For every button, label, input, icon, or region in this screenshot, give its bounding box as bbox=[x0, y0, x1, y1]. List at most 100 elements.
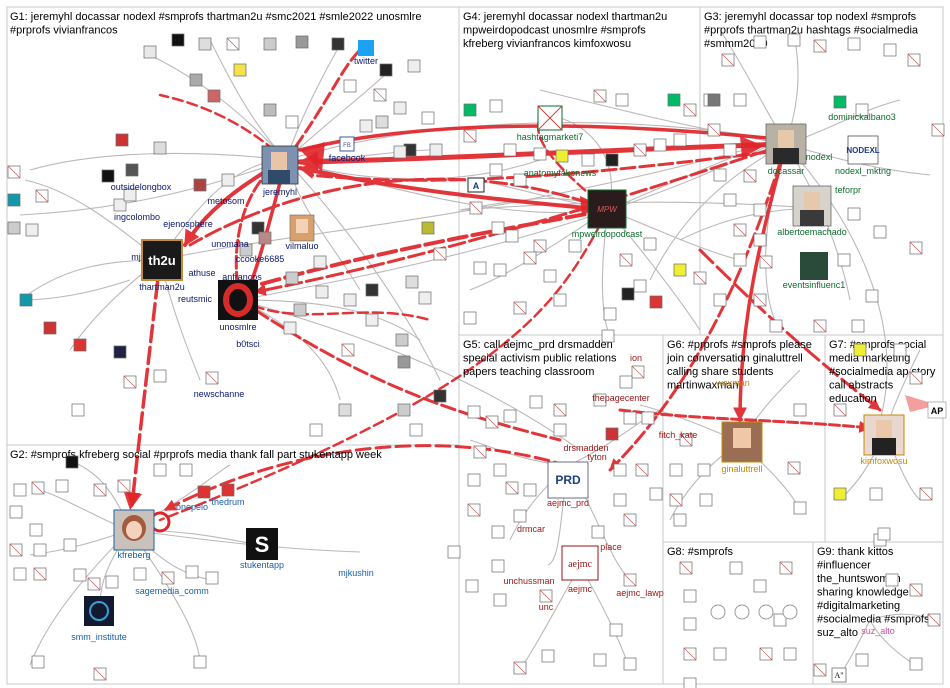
node-tile[interactable] bbox=[869, 487, 883, 501]
node-label-ginaluttrell[interactable]: ginaluttrell bbox=[721, 464, 762, 474]
node-label-athuse[interactable]: athuse bbox=[188, 268, 215, 278]
node-tile[interactable] bbox=[295, 35, 309, 49]
node-label-ejenosphere[interactable]: ejenosphere bbox=[163, 219, 213, 229]
node-tile[interactable] bbox=[793, 501, 807, 515]
node-tile[interactable] bbox=[29, 523, 43, 537]
node-tile[interactable] bbox=[397, 355, 411, 369]
node-label-nodexl-mktng[interactable]: nodexl_mktng bbox=[835, 166, 891, 176]
node-tile[interactable] bbox=[113, 198, 127, 212]
node-tile[interactable] bbox=[847, 37, 861, 51]
node-tile[interactable] bbox=[753, 35, 767, 49]
node-label-fitch-kate[interactable]: fitch_kate bbox=[659, 430, 698, 440]
node-tile[interactable] bbox=[609, 623, 623, 637]
node-tile[interactable] bbox=[123, 188, 137, 202]
node-tile[interactable] bbox=[463, 103, 477, 117]
node-tile[interactable] bbox=[513, 173, 527, 187]
node-tile[interactable] bbox=[13, 567, 27, 581]
node-tile[interactable] bbox=[55, 479, 69, 493]
node-tile[interactable] bbox=[193, 178, 207, 192]
node-tile[interactable] bbox=[593, 653, 607, 667]
node-tile[interactable] bbox=[643, 237, 657, 251]
node-label-onepelo[interactable]: onepelo bbox=[176, 502, 208, 512]
node-label-mj[interactable]: mj bbox=[131, 252, 141, 262]
node-tile[interactable] bbox=[641, 411, 655, 425]
node-tile[interactable] bbox=[773, 613, 787, 627]
node-tile[interactable] bbox=[285, 271, 299, 285]
node-tile[interactable] bbox=[723, 193, 737, 207]
node-tile[interactable] bbox=[207, 89, 221, 103]
node-tile[interactable] bbox=[73, 568, 87, 582]
node-tile[interactable] bbox=[421, 111, 435, 125]
node-tile[interactable] bbox=[613, 463, 627, 477]
node-label-waxman[interactable]: waxman bbox=[715, 378, 750, 388]
node-label-albertoemachado[interactable]: albertoemachado bbox=[777, 227, 847, 237]
node-tile[interactable] bbox=[753, 233, 767, 247]
node-tile[interactable] bbox=[529, 395, 543, 409]
node-tile[interactable] bbox=[171, 33, 185, 47]
node-tile[interactable] bbox=[221, 483, 235, 497]
avatar-aejmc-prd[interactable] bbox=[547, 461, 589, 499]
node-tile[interactable] bbox=[603, 307, 617, 321]
node-tile[interactable] bbox=[581, 153, 595, 167]
node-tile[interactable] bbox=[433, 389, 447, 403]
node-tile[interactable] bbox=[179, 463, 193, 477]
node-tile[interactable] bbox=[65, 455, 79, 469]
node-tile[interactable] bbox=[505, 229, 519, 243]
node-tile[interactable] bbox=[393, 145, 407, 159]
node-tile[interactable] bbox=[251, 221, 265, 235]
node-tile[interactable] bbox=[285, 115, 299, 129]
node-label-drmcar[interactable]: drmcar bbox=[517, 524, 545, 534]
node-label-facebook[interactable]: facebook bbox=[329, 153, 366, 163]
node-tile[interactable] bbox=[683, 617, 697, 631]
node-tile[interactable] bbox=[63, 538, 77, 552]
node-tile[interactable] bbox=[753, 579, 767, 593]
node-label-suz-alto[interactable]: suz_alto bbox=[861, 626, 895, 636]
node-tile[interactable] bbox=[673, 263, 687, 277]
avatar-mpweirdopodcast[interactable] bbox=[587, 189, 627, 229]
node-tile[interactable] bbox=[733, 93, 747, 107]
node-tile[interactable] bbox=[258, 231, 272, 245]
node-tile[interactable] bbox=[205, 571, 219, 585]
node-tile[interactable] bbox=[405, 275, 419, 289]
node-tile[interactable] bbox=[7, 221, 21, 235]
node-tile[interactable] bbox=[185, 565, 199, 579]
node-tile[interactable] bbox=[343, 293, 357, 307]
a-mark-tile[interactable] bbox=[831, 667, 847, 683]
node-tile[interactable] bbox=[393, 101, 407, 115]
node-label-mpweirdopodcast[interactable]: mpweirdopodcast bbox=[572, 229, 643, 239]
node-tile[interactable] bbox=[263, 37, 277, 51]
node-tile[interactable] bbox=[71, 403, 85, 417]
node-label-unchussman[interactable]: unchussman bbox=[503, 576, 554, 586]
node-tile[interactable] bbox=[493, 463, 507, 477]
node-tile[interactable] bbox=[491, 525, 505, 539]
node-tile[interactable] bbox=[198, 37, 212, 51]
node-label-place[interactable]: place bbox=[600, 542, 622, 552]
node-tile[interactable] bbox=[605, 153, 619, 167]
node-label-nodexl[interactable]: nodexl bbox=[806, 152, 833, 162]
node-label-anfrancos[interactable]: anfrancos bbox=[222, 272, 262, 282]
node-tile[interactable] bbox=[359, 119, 373, 133]
avatar-nodexl-mktng[interactable] bbox=[847, 135, 879, 165]
node-tile[interactable] bbox=[463, 311, 477, 325]
node-label-sagemedia-comm[interactable]: sagemedia_comm bbox=[135, 586, 209, 596]
node-label-ccooke6685[interactable]: ccooke6685 bbox=[236, 254, 285, 264]
node-tile[interactable] bbox=[153, 463, 167, 477]
node-tile[interactable] bbox=[713, 293, 727, 307]
node-label-jeremyhl[interactable]: jeremyhl bbox=[262, 187, 297, 197]
node-tile[interactable] bbox=[699, 493, 713, 507]
node-tile[interactable] bbox=[885, 573, 899, 587]
node-tile[interactable] bbox=[467, 405, 481, 419]
node-tile[interactable] bbox=[513, 509, 527, 523]
node-label-mjkushin[interactable]: mjkushin bbox=[338, 568, 374, 578]
node-tile[interactable] bbox=[673, 133, 687, 147]
node-label-kfreberg[interactable]: kfreberg bbox=[117, 550, 150, 560]
node-tile[interactable] bbox=[853, 343, 867, 357]
node-tile[interactable] bbox=[855, 653, 869, 667]
node-tile[interactable] bbox=[523, 483, 537, 497]
node-label-hashtagmarketi7[interactable]: hashtagmarketi7 bbox=[517, 132, 584, 142]
node-tile[interactable] bbox=[707, 93, 721, 107]
node-tile[interactable] bbox=[543, 269, 557, 283]
node-tile[interactable] bbox=[331, 37, 345, 51]
node-tile[interactable] bbox=[683, 589, 697, 603]
facebook-tile[interactable] bbox=[339, 136, 355, 152]
